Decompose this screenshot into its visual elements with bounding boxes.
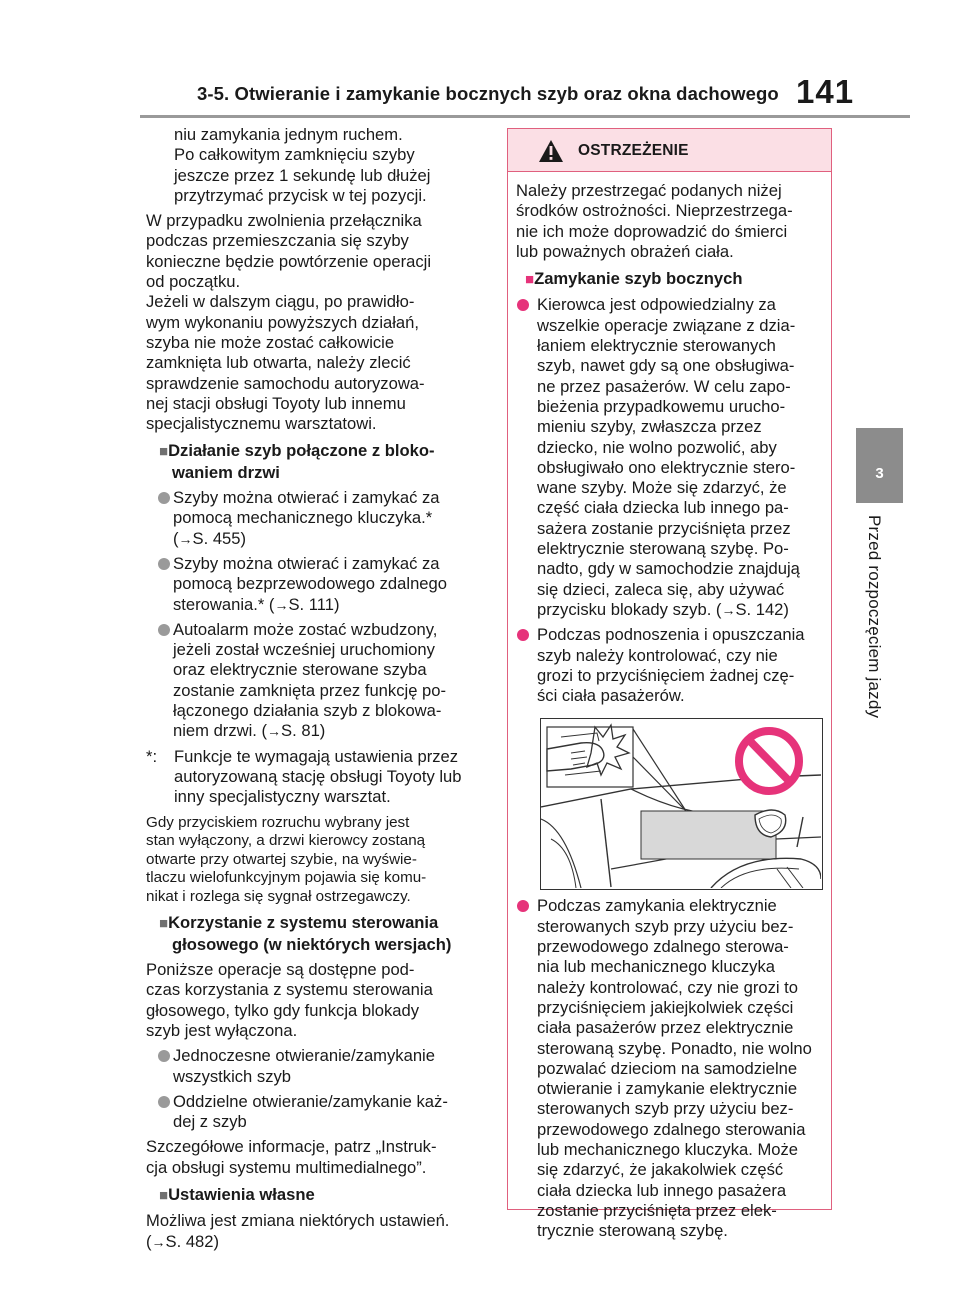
arrow-icon: → [274,596,289,613]
bullet-dot-icon [158,492,170,505]
page-reference-link[interactable]: S. 142) [735,599,789,619]
custom-paragraph: Możliwa jest zmiana niektórych ustawień.… [146,1211,450,1251]
square-marker: ■ [525,271,535,289]
square-marker: ■ [159,915,169,933]
side-windows-heading: ■Zamykanie szyb bocznych [525,269,743,289]
arrow-icon: → [178,530,193,547]
chapter-title: Przed rozpoczęciem jazdy [865,515,884,719]
warning-intro: Należy przestrzegać podanych niżej środk… [516,181,793,261]
page-reference-link[interactable]: S. 482) [165,1231,220,1251]
list-item: Szyby można otwierać i zamykać za pomocą… [146,488,490,549]
bullet-dot-icon [517,299,529,312]
bullet-dot-icon [158,1095,170,1108]
release-paragraph: W przypadku zwolnienia przełącznika podc… [146,211,432,434]
warning-body: Należy przestrzegać podanych niżej środk… [508,172,831,1241]
door-lock-heading: ■Działanie szyb połączone z bloko- wanie… [159,441,435,482]
page-reference-link[interactable]: S. 455) [192,528,247,548]
page-reference-link[interactable]: S. 111) [288,594,340,614]
window-pinch-illustration [540,718,823,891]
warning-message-note: Gdy przyciskiem rozruchu wybrany jest st… [146,813,427,905]
bullet-dot-icon [158,1050,170,1063]
details-paragraph: Szczegółowe informacje, patrz „Instruk- … [146,1137,437,1177]
bullet-dot-icon [158,623,170,636]
arrow-icon: → [721,601,736,618]
warning-header: OSTRZEŻENIE [508,129,831,172]
list-item: Jednoczesne otwieranie/zamykanie wszystk… [146,1046,490,1087]
left-column: niu zamykania jednym ruchem. Po całkowit… [146,125,490,1252]
arrow-icon: → [151,1233,166,1250]
warning-title: OSTRZEŻENIE [578,142,689,159]
car-window-drawing [540,723,822,889]
header-divider [140,115,910,118]
list-item: Autoalarm może zostać wzbudzony, jeżeli … [146,620,490,742]
arrow-icon: → [267,723,282,740]
list-item: Kierowca jest odpowiedzialny za wszelkie… [516,295,827,620]
warning-triangle-icon [539,140,563,162]
custom-settings-heading: ■Ustawienia własne [159,1185,315,1205]
bullet-dot-icon [517,629,529,642]
square-marker: ■ [159,443,169,461]
bullet-dot-icon [517,900,529,913]
list-item: Podczas zamykania elektrycznie sterowany… [516,896,827,1241]
section-title: 3-5. Otwieranie i zamykanie bocznych szy… [197,83,779,104]
list-item: Podczas podnoszenia i opuszczania szyb n… [516,625,827,706]
square-marker: ■ [159,1187,169,1205]
continuation-text: niu zamykania jednym ruchem. Po całkowit… [174,125,431,205]
list-item: Oddzielne otwieranie/zamykanie każ- dej … [146,1092,490,1133]
list-item: Szyby można otwierać i zamykać za pomocą… [146,554,490,615]
footnote-mark: *: [146,746,158,766]
footnote: *: Funkcje te wymagają ustawienia przez … [146,746,462,807]
page-reference-link[interactable]: S. 81) [281,721,326,741]
chapter-tab[interactable]: 3 [856,428,903,503]
voice-control-heading: ■Korzystanie z systemu sterowania głosow… [159,913,452,954]
voice-paragraph: Poniższe operacje są dostępne pod- czas … [146,960,433,1040]
warning-box: OSTRZEŻENIE Należy przestrzegać podanych… [507,128,832,1240]
bullet-dot-icon [158,557,170,570]
page-number: 141 [796,73,855,110]
